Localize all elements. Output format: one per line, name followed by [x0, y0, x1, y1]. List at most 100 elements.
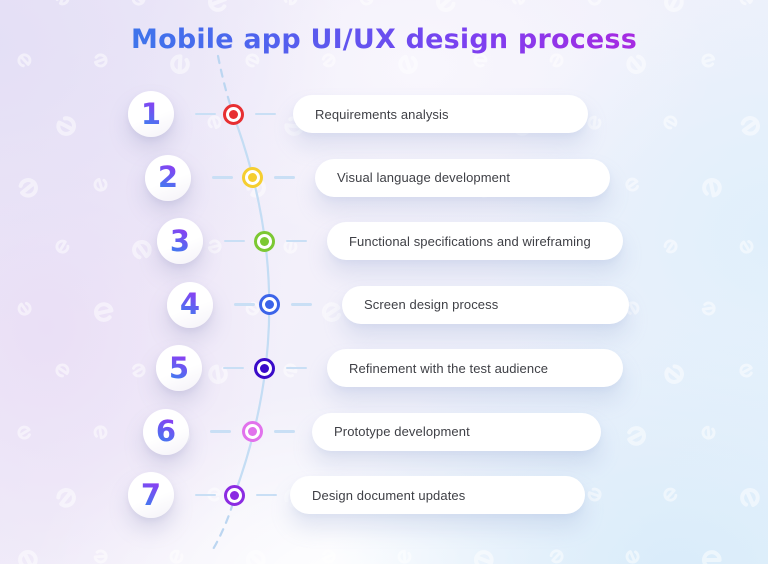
- step-number: 4: [179, 287, 201, 321]
- step-label: Functional specifications and wireframin…: [349, 233, 591, 249]
- step-number: 2: [157, 160, 179, 194]
- step-number-circle: 1: [128, 91, 174, 137]
- milestone-dot: [223, 484, 245, 506]
- e-logo-icon: [663, 115, 678, 130]
- e-logo-icon: [664, 0, 684, 12]
- e-logo-icon: [740, 488, 760, 507]
- e-logo-icon: [663, 239, 678, 254]
- e-logo-icon: [0, 0, 2, 14]
- e-logo-icon: [283, 363, 298, 378]
- e-logo-icon: [436, 0, 456, 12]
- step-label: Visual language development: [337, 170, 511, 185]
- e-logo-icon: [55, 0, 70, 6]
- milestone-dot: [241, 167, 263, 188]
- connector-dash: [286, 239, 307, 243]
- step-label: Refinement with the test audience: [349, 360, 549, 376]
- milestone-dot: [241, 421, 263, 442]
- page-title: Mobile app UI/UX design process: [0, 24, 768, 55]
- e-logo-icon: [587, 487, 602, 502]
- e-logo-icon: [739, 0, 754, 6]
- e-logo-icon: [625, 550, 640, 564]
- e-logo-icon: [93, 425, 108, 440]
- e-logo-icon: [132, 363, 146, 378]
- step-number-circle: 4: [167, 281, 213, 328]
- step-number-circle: 7: [128, 472, 174, 518]
- step-label: Screen design process: [364, 297, 499, 312]
- e-logo-icon: [625, 177, 640, 192]
- step-label-pill: Requirements analysis: [293, 95, 588, 133]
- milestone-dot: [258, 294, 280, 315]
- e-logo-icon: [283, 0, 298, 6]
- step-number: 5: [168, 350, 190, 385]
- step-label-pill: Screen design process: [342, 285, 629, 324]
- e-logo-icon: [56, 116, 76, 136]
- connector-dash: [286, 366, 307, 370]
- e-logo-icon: [739, 363, 753, 378]
- connector-dash: [274, 176, 295, 179]
- step-number-circle: 2: [145, 154, 191, 201]
- connector-dash: [255, 112, 276, 116]
- connector-dash: [223, 366, 244, 370]
- connector-dash: [274, 430, 295, 433]
- step-label: Prototype development: [334, 424, 470, 439]
- e-logo-icon: [663, 487, 678, 502]
- step-label: Requirements analysis: [315, 106, 449, 122]
- e-logo-icon: [170, 54, 190, 74]
- connector-dash: [256, 493, 277, 497]
- step-label-pill: Visual language development: [315, 158, 610, 197]
- connector-dash: [234, 303, 255, 306]
- e-logo-icon: [18, 550, 38, 564]
- e-logo-icon: [246, 550, 266, 564]
- e-logo-icon: [359, 0, 374, 6]
- e-logo-icon: [739, 240, 754, 254]
- e-logo-icon: [587, 0, 602, 6]
- e-logo-icon: [397, 549, 412, 564]
- e-logo-icon: [702, 178, 722, 198]
- e-logo-icon: [208, 364, 228, 384]
- connector-dash: [224, 239, 245, 243]
- step-number-circle: 6: [143, 408, 189, 455]
- milestone-dot-core: [229, 490, 239, 500]
- e-logo-icon: [93, 549, 108, 564]
- milestone-dot: [222, 103, 244, 125]
- e-logo-icon: [549, 549, 564, 564]
- e-logo-icon: [55, 363, 70, 378]
- step-number-circle: 5: [156, 345, 202, 391]
- e-logo-icon: [55, 239, 70, 254]
- connector-dash: [212, 176, 233, 179]
- milestone-dot-core: [264, 300, 274, 309]
- e-logo-icon: [18, 178, 38, 198]
- step-number: 1: [140, 96, 162, 131]
- step-label-pill: Design document updates: [290, 476, 585, 514]
- e-logo-icon: [664, 364, 684, 384]
- milestone-dot-core: [247, 427, 257, 436]
- milestone-dot: [253, 230, 275, 252]
- milestone-dot-core: [247, 173, 257, 182]
- e-logo-icon: [511, 0, 526, 6]
- connector-dash: [210, 430, 231, 433]
- milestone-dot-core: [228, 109, 238, 119]
- e-logo-icon: [169, 549, 184, 564]
- e-logo-icon: [208, 0, 228, 12]
- step-label-pill: Prototype development: [312, 412, 601, 451]
- connector-dash: [195, 112, 216, 116]
- e-logo-icon: [17, 301, 32, 316]
- e-logo-icon: [94, 302, 114, 322]
- step-label-pill: Refinement with the test audience: [327, 349, 623, 387]
- e-logo-icon: [17, 425, 31, 440]
- step-number-circle: 3: [157, 218, 203, 264]
- step-number: 6: [155, 414, 177, 448]
- step-number: 3: [169, 223, 191, 258]
- curve-bottom-tail: [210, 501, 235, 553]
- e-logo-icon: [474, 550, 494, 564]
- milestone-dot: [253, 357, 275, 379]
- e-logo-icon: [740, 116, 760, 136]
- step-label: Design document updates: [312, 487, 466, 503]
- e-logo-icon: [322, 549, 336, 564]
- e-logo-icon: [207, 115, 222, 130]
- curve-top-tail: [216, 54, 233, 109]
- e-logo-icon: [627, 426, 646, 446]
- connector-dash: [195, 493, 216, 497]
- e-logo-icon: [0, 360, 4, 388]
